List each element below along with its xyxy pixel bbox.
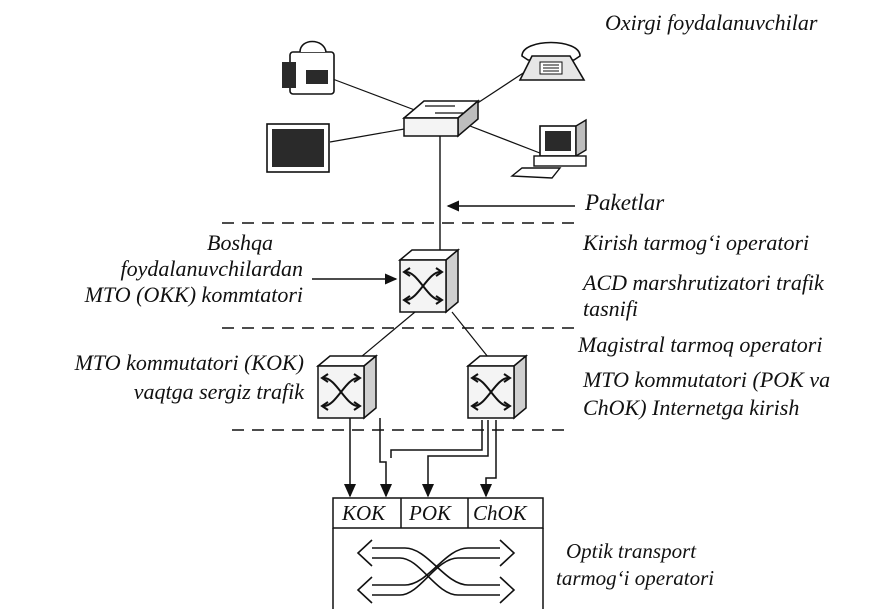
desktop-computer-icon <box>510 118 587 179</box>
optical-cross-arrows-icon <box>356 539 516 604</box>
optical-operator-line1: Optik transport <box>566 539 697 563</box>
optical-operator-line2: tarmog‘i operatori <box>556 566 715 590</box>
acd-label-line2: tasnifi <box>583 296 639 321</box>
port-label-chok: ChOK <box>473 501 527 525</box>
kok-switch-icon <box>317 355 377 419</box>
optical-transport-box <box>332 497 544 609</box>
video-camera-icon <box>282 40 335 95</box>
link-to-kok <box>354 311 416 363</box>
other-users-line2: foydalanuvchilardan <box>120 256 304 281</box>
other-users-line3: MTO (OKK) kommtatori <box>84 282 303 307</box>
acd-label-line1: ACD marshrutizatori trafik <box>583 270 824 295</box>
hub-icon <box>401 99 481 138</box>
kok-label-line2: vaqtga sergiz trafik <box>133 379 304 404</box>
access-switch-icon <box>399 249 459 313</box>
telephone-icon <box>518 41 586 81</box>
access-operator-label: Kirish tarmog‘i operatori <box>583 230 810 255</box>
display-panel-icon <box>266 123 330 173</box>
optical-links <box>344 418 497 498</box>
pok-switch-icon <box>467 355 527 419</box>
pok-label-line1: MTO kommutatori (POK va <box>583 367 831 392</box>
pok-label-line2: ChOK) Internetga kirish <box>583 395 800 420</box>
end-users-label: Oxirgi foydalanuvchilar <box>605 10 818 35</box>
link-to-pok <box>451 311 493 363</box>
backbone-operator-label: Magistral tarmoq operatori <box>578 332 823 357</box>
dashed-separators <box>222 222 575 431</box>
kok-label-line1: MTO kommutatori (KOK) <box>74 350 304 375</box>
port-label-kok: KOK <box>342 501 386 525</box>
packets-label: Paketlar <box>585 190 665 215</box>
port-label-pok: POK <box>409 501 451 525</box>
other-users-line1: Boshqa <box>207 230 273 255</box>
